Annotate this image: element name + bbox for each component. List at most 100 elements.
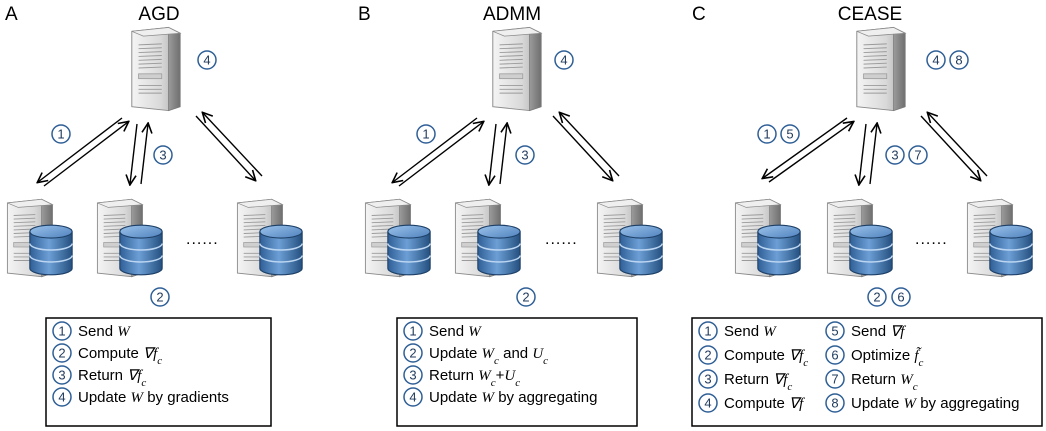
legend-label: Send W: [429, 323, 482, 340]
worker-n: [596, 198, 663, 278]
panel-title: AGD: [138, 4, 179, 25]
step-number: 5: [831, 324, 838, 339]
step-number: 4: [704, 396, 711, 411]
legend-box: [45, 317, 272, 427]
arrow-server-to-worker-1: [393, 117, 478, 182]
arrow-server-to-worker-1: [38, 117, 123, 182]
legend-label: Send W: [78, 323, 131, 340]
legend-item: 5 Send ∇f: [825, 321, 906, 341]
communication-arrows: [393, 113, 620, 187]
step-number-badge: [825, 321, 845, 341]
step-number-badge: [52, 343, 72, 363]
legend-item: 3 Return ∇fc: [52, 365, 146, 389]
svg-text:4: 4: [932, 53, 939, 68]
svg-text:1: 1: [763, 127, 770, 142]
server-step-badge: 4 8: [926, 50, 969, 70]
step-number-badge: [698, 393, 718, 413]
svg-text:6: 6: [897, 290, 904, 305]
legend-item: 2 Compute ∇fc: [698, 345, 808, 369]
database-icon: [259, 224, 303, 276]
legend-label: Return Wc: [851, 371, 918, 393]
step-number: 4: [409, 390, 416, 405]
step-number-badge: [825, 369, 845, 389]
worker-1: [364, 198, 431, 278]
central-server-icon: [131, 26, 181, 112]
panel-title: CEASE: [838, 4, 902, 25]
send-step-badge: 1: [51, 124, 71, 144]
worker-step-badge: 2 6: [867, 287, 911, 307]
legend-label: Return ∇fc: [78, 367, 146, 389]
step-number: 2: [409, 346, 416, 361]
legend-label: Update W by gradients: [78, 389, 229, 406]
arrow-worker-2-to-server: [499, 124, 507, 185]
worker-n: [966, 198, 1033, 278]
return-step-badge: 3 7: [885, 145, 928, 165]
step-number-badge: [825, 393, 845, 413]
arrow-server-to-worker-2: [130, 123, 138, 184]
panel-title: ADMM: [483, 4, 541, 25]
panel-letter: A: [5, 4, 18, 25]
worker-step-badge: 2: [516, 287, 536, 307]
legend-label: Compute ∇fc: [724, 347, 808, 369]
step-number: 7: [831, 372, 838, 387]
communication-arrows: [38, 113, 263, 186]
arrow-worker-n-to-server: [928, 113, 988, 177]
worker-2: [454, 198, 521, 278]
ellipsis: ......: [915, 231, 948, 248]
legend-label: Send ∇f: [851, 323, 906, 340]
svg-text:2: 2: [522, 290, 529, 305]
legend-label: Update W by aggregating: [851, 395, 1019, 412]
arrow-worker-1-to-server: [398, 122, 483, 187]
legend-label: Compute ∇f: [724, 395, 805, 412]
database-icon: [29, 224, 73, 276]
panel-b: B ADMM 4 1 3 .: [358, 4, 663, 427]
worker-step-badge: 2: [150, 287, 170, 307]
step-number: 6: [831, 348, 838, 363]
svg-text:2: 2: [156, 290, 163, 305]
svg-text:1: 1: [57, 127, 64, 142]
step-number: 1: [409, 324, 416, 339]
database-icon: [119, 224, 163, 276]
step-number-badge: [698, 345, 718, 365]
step-number: 3: [409, 368, 416, 383]
worker-2: [826, 198, 893, 278]
communication-arrows: [763, 113, 988, 184]
svg-text:8: 8: [955, 53, 962, 68]
arrow-server-to-worker-1: [763, 117, 848, 178]
step-number-badge: [698, 321, 718, 341]
panel-letter: C: [692, 4, 706, 25]
worker-1: [6, 198, 73, 278]
legend-item: 4 Update W by aggregating: [403, 387, 597, 407]
ellipsis: ......: [545, 231, 578, 248]
step-number-badge: [698, 369, 718, 389]
arrow-server-to-worker-n: [552, 115, 612, 180]
send-step-badge: 1 5: [757, 124, 800, 144]
svg-text:7: 7: [914, 148, 921, 163]
svg-text:4: 4: [560, 53, 567, 68]
legend-label: Update W by aggregating: [429, 389, 597, 406]
return-step-badge: 3: [153, 145, 173, 165]
legend-item: 7 Return Wc: [825, 369, 918, 393]
step-number-badge: [403, 387, 423, 407]
database-icon: [477, 224, 521, 276]
panel-letter: B: [358, 4, 371, 25]
step-number: 2: [704, 348, 711, 363]
send-step-badge: 1: [416, 124, 436, 144]
svg-text:2: 2: [873, 290, 880, 305]
svg-text:5: 5: [786, 127, 793, 142]
legend-label: Return Wc+Uc: [429, 367, 520, 389]
svg-text:4: 4: [203, 53, 210, 68]
step-number-badge: [52, 321, 72, 341]
database-icon: [387, 224, 431, 276]
arrow-worker-1-to-server: [768, 122, 853, 183]
step-number-badge: [825, 345, 845, 365]
central-server-icon: [856, 26, 906, 112]
legend-label: Compute ∇fc: [78, 345, 162, 367]
step-number: 3: [58, 368, 65, 383]
